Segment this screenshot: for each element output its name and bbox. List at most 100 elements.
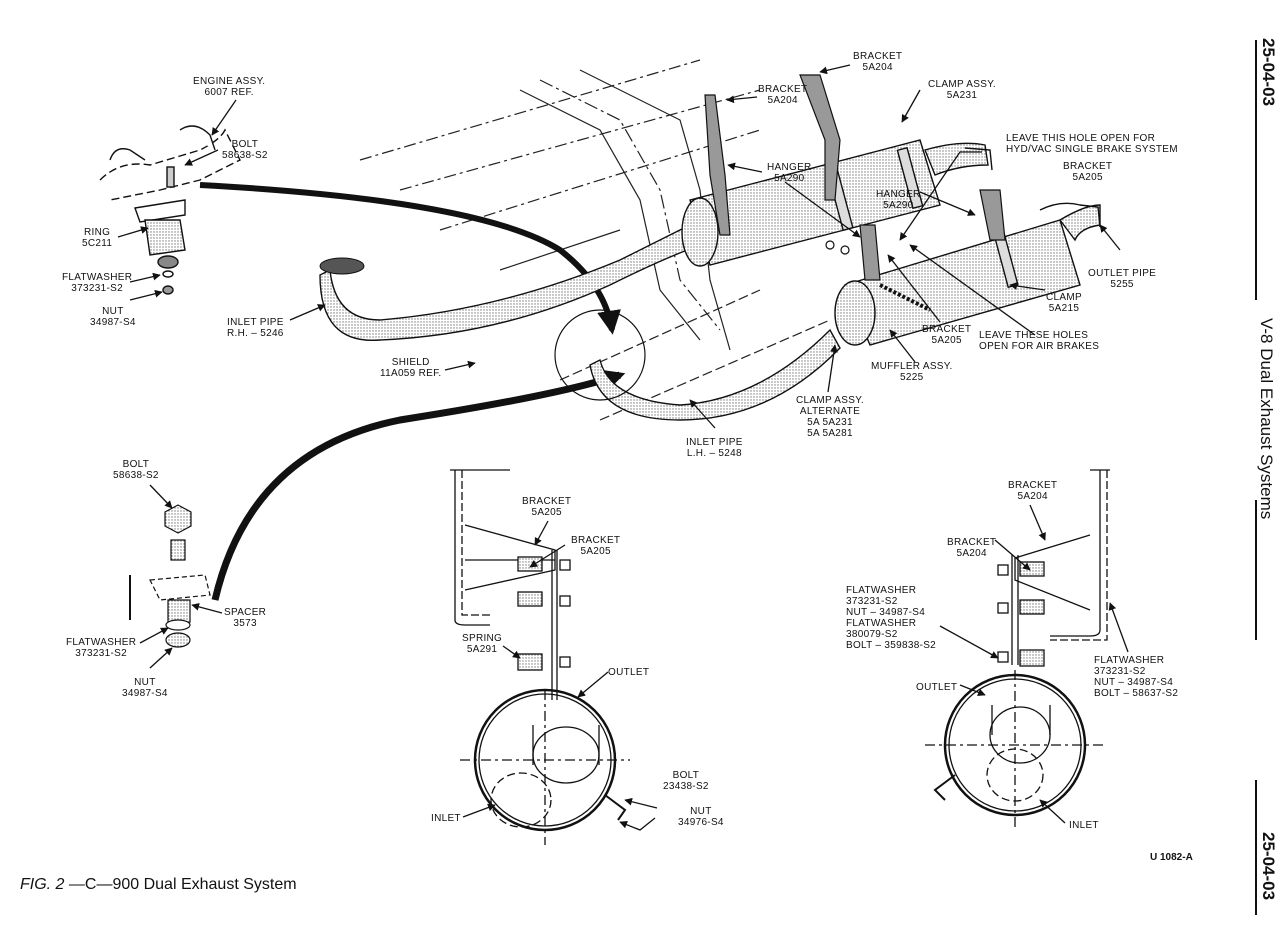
label-line: L.H. – 5248 (686, 448, 742, 459)
label-line: BRACKET (922, 324, 972, 335)
brackets-lh (825, 189, 1006, 281)
label-line: NUT – 34987-S4 (846, 607, 926, 618)
label-line: BOLT – 58637-S2 (1094, 688, 1179, 699)
label-line: 373231-S2 (1094, 666, 1146, 677)
label-line: NUT (102, 306, 124, 317)
label-line: NUT (690, 806, 712, 817)
label-line: 5A 5A281 (807, 428, 853, 439)
label-line: 5255 (1110, 279, 1134, 290)
label-line: 5A204 (1017, 491, 1048, 502)
label-line: 5A291 (466, 644, 498, 655)
label-line: BRACKET (1063, 161, 1113, 172)
label-inlet-m: INLET (431, 813, 461, 824)
label-line: OPEN FOR AIR BRAKES (979, 341, 1100, 352)
label-line: ALTERNATE (799, 406, 861, 417)
label-line: HANGER (767, 162, 812, 173)
label-line: 5A290 (883, 200, 914, 211)
figure-title: —C—900 Dual Exhaust System (68, 876, 297, 893)
label-outlet-r: OUTLET (916, 682, 957, 693)
label-line: 34987-S4 (90, 317, 136, 328)
label-line: 5A 5A231 (807, 417, 853, 428)
drawing-code: U 1082-A (1150, 852, 1193, 863)
label-line: INLET PIPE (227, 317, 284, 328)
leader-lines (117, 64, 1129, 831)
label-outlet-m: OUTLET (608, 667, 649, 678)
inlet-pipe-lh (589, 328, 841, 421)
label-line: OUTLET (916, 682, 958, 693)
figure-caption: FIG. 2 —C—900 Dual Exhaust System (20, 876, 297, 894)
label-line: 5A205 (1072, 172, 1103, 183)
label-muffler-assy: MUFFLER ASSY.5225 (871, 361, 953, 383)
label-line: OUTLET (608, 667, 650, 678)
label-inlet-r: INLET (1069, 820, 1099, 831)
label-line: 34987-S4 (122, 688, 168, 699)
label-line: 5A204 (862, 62, 893, 73)
inlet-pipe-rh (319, 224, 701, 341)
label-line: BOLT (122, 459, 150, 470)
label-line: BOLT – 359838-S2 (846, 640, 937, 651)
label-line: 23438-S2 (663, 781, 709, 792)
label-line: 11A059 REF. (380, 368, 442, 379)
label-line: 58638-S2 (222, 150, 268, 161)
label-line: 58638-S2 (113, 470, 159, 481)
figure-label: FIG. 2 (20, 876, 65, 893)
label-line: 373231-S2 (71, 283, 123, 294)
label-line: BRACKET (853, 51, 903, 62)
muffler-rh (681, 139, 993, 267)
label-line: 373231-S2 (846, 596, 898, 607)
label-line: CLAMP (1046, 292, 1082, 303)
label-line: FLATWASHER (846, 618, 917, 629)
engine-manifold (99, 125, 241, 295)
label-line: INLET (431, 813, 461, 824)
label-line: BRACKET (522, 496, 572, 507)
label-line: OUTLET PIPE (1088, 268, 1157, 279)
label-line: BRACKET (1008, 480, 1058, 491)
label-line: RING (84, 227, 111, 238)
label-line: 5A204 (956, 548, 987, 559)
detail-circle (554, 309, 646, 401)
label-engine-assy: ENGINE ASSY.6007 REF. (193, 76, 265, 98)
label-line: 5C211 (82, 238, 113, 249)
label-line: SHIELD (391, 357, 430, 368)
label-line: ENGINE ASSY. (193, 76, 266, 87)
label-line: SPRING (462, 633, 503, 644)
label-line: CLAMP ASSY. (796, 395, 864, 406)
label-line: HANGER (876, 189, 921, 200)
label-line: CLAMP ASSY. (928, 79, 996, 90)
label-line: 5A205 (531, 507, 562, 518)
label-line: 5A204 (767, 95, 798, 106)
detail-arrow-upper (199, 182, 621, 335)
label-line: INLET PIPE (686, 437, 743, 448)
label-line: FLATWASHER (66, 637, 137, 648)
label-line: 5A231 (946, 90, 978, 101)
section-number-top: 25-04-03 (1259, 38, 1278, 107)
label-line: BOLT (231, 139, 259, 150)
detail-arrow-lower (211, 368, 626, 601)
spacer-hardware (129, 504, 211, 648)
section-title: V-8 Dual Exhaust Systems (1257, 318, 1276, 520)
label-line: 373231-S2 (75, 648, 127, 659)
label-line: BOLT (672, 770, 700, 781)
